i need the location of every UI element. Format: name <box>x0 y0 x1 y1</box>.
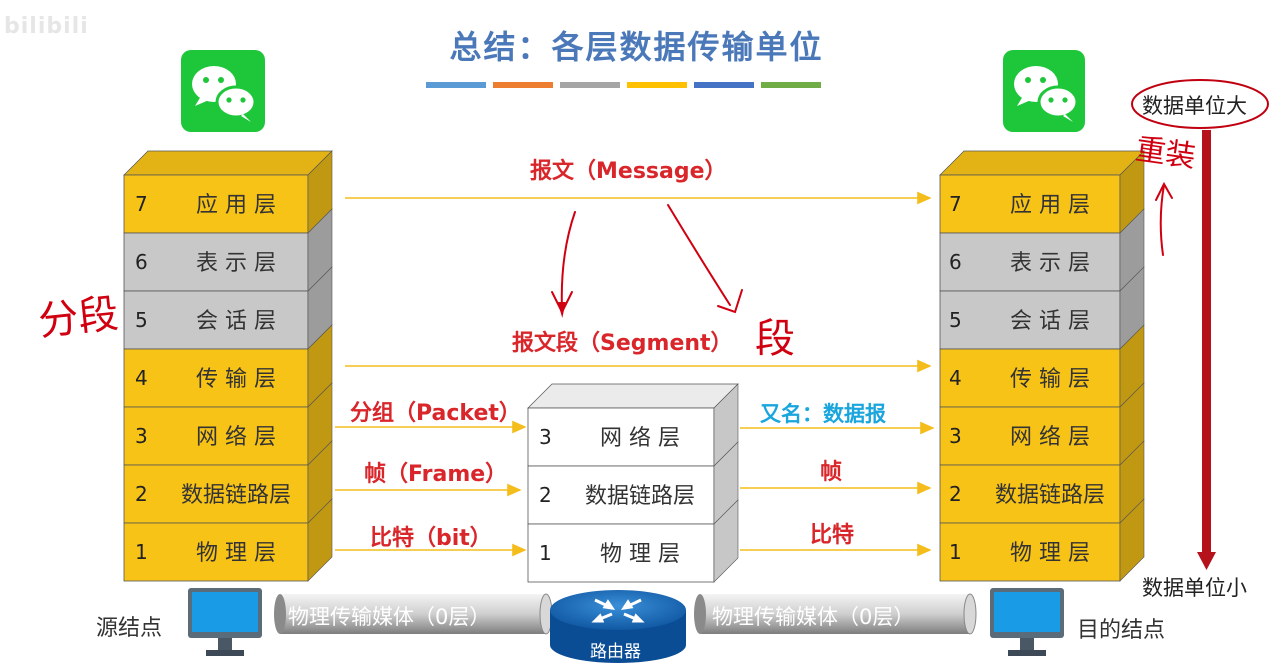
layer-face <box>939 174 1121 234</box>
layer-face <box>123 522 309 582</box>
wechat-icon-left <box>181 50 265 132</box>
layer-side <box>713 499 739 583</box>
label-bit: 比特（bit） <box>370 526 492 551</box>
layer-name: 数据链路层 <box>181 483 291 508</box>
layer-number: 5 <box>949 308 962 332</box>
layer-face <box>939 464 1121 524</box>
layer-name: 应 用 层 <box>1010 193 1090 218</box>
label-segment: 报文段（Segment） <box>512 331 733 356</box>
layer-face <box>123 406 309 466</box>
layer-name: 数据链路层 <box>995 483 1105 508</box>
layer-name: 表 示 层 <box>1010 251 1090 276</box>
right-osi-stack: 7 应 用 层 6 表 示 层 5 会 话 层 4 传 输 层 3 网 络 层 2 数据链路层 1 物 理… <box>939 150 1145 582</box>
router-label: 路由器 <box>590 642 641 662</box>
handwritten-middle: 段 <box>755 316 795 362</box>
scale-small-label: 数据单位小 <box>1142 576 1247 600</box>
layer-face <box>939 348 1121 408</box>
layer-side <box>1119 498 1145 582</box>
title-color-bar <box>694 82 754 88</box>
layer-number: 3 <box>135 424 148 448</box>
scale-arrow <box>1197 130 1216 570</box>
handwritten-left: 分段 <box>36 290 121 346</box>
layer-number: 6 <box>949 250 962 274</box>
layer-name: 物 理 层 <box>1010 541 1090 566</box>
medium-label-left: 物理传输媒体（0层） <box>288 605 491 629</box>
layer-name: 传 输 层 <box>196 367 276 392</box>
computer-icon-source <box>188 588 262 656</box>
layer-face <box>939 232 1121 292</box>
stack-top-face <box>527 383 739 409</box>
layer-number: 5 <box>135 308 148 332</box>
layer-number: 2 <box>949 482 962 506</box>
scale-large-label: 数据单位大 <box>1142 94 1247 118</box>
handwritten-right: 重装 <box>1133 131 1198 175</box>
title-color-bar <box>426 82 486 88</box>
stack-top-face <box>123 150 333 176</box>
layer-name: 会 话 层 <box>196 309 276 334</box>
layer-number: 1 <box>135 540 148 564</box>
source-node-label: 源结点 <box>96 616 163 641</box>
layer-face <box>527 407 715 467</box>
layer-name: 网 络 层 <box>196 425 276 450</box>
layer-number: 4 <box>949 366 962 390</box>
layer-number: 1 <box>539 541 552 565</box>
layer-name: 数据链路层 <box>585 484 695 509</box>
medium-tube-right <box>694 593 977 635</box>
layer-name: 物 理 层 <box>600 542 680 567</box>
layer-number: 3 <box>949 424 962 448</box>
layer-name: 网 络 层 <box>1010 425 1090 450</box>
layer-face <box>123 348 309 408</box>
title-color-bar <box>627 82 687 88</box>
layer-number: 7 <box>949 192 962 216</box>
layer-name: 表 示 层 <box>196 251 276 276</box>
title-color-bar <box>761 82 821 88</box>
layer-face <box>123 464 309 524</box>
handwritten-circle <box>1131 79 1269 129</box>
layer-number: 2 <box>539 483 552 507</box>
label-datagram: 又名：数据报 <box>760 402 886 426</box>
layer-name: 传 输 层 <box>1010 367 1090 392</box>
medium-tube-left <box>274 593 553 635</box>
layer-number: 6 <box>135 250 148 274</box>
page-title: 总结：各层数据传输单位 <box>449 28 824 66</box>
wechat-icon-right <box>1003 50 1085 132</box>
layer-number: 7 <box>135 192 148 216</box>
layer-face <box>939 406 1121 466</box>
layer-number: 1 <box>949 540 962 564</box>
layer-name: 物 理 层 <box>196 541 276 566</box>
handwritten-strokes <box>551 181 1173 318</box>
layer-name: 网 络 层 <box>600 426 680 451</box>
label-bit-right: 比特 <box>810 523 855 548</box>
layer-name: 会 话 层 <box>1010 309 1090 334</box>
layer-face <box>527 523 715 583</box>
label-packet: 分组（Packet） <box>350 401 521 426</box>
layer-number: 2 <box>135 482 148 506</box>
layer-name: 应 用 层 <box>196 193 276 218</box>
dest-node-label: 目的结点 <box>1077 618 1166 643</box>
medium-label-right: 物理传输媒体（0层） <box>712 605 915 629</box>
router-stack: 3 网 络 层 2 数据链路层 1 物 理 层 <box>527 383 739 583</box>
left-osi-stack: 7 应 用 层 6 表 示 层 5 会 话 层 4 传 输 层 3 网 络 层 2 数据链路层 1 物 理… <box>123 150 333 582</box>
label-frame-right: 帧 <box>820 460 843 485</box>
stack-top-face <box>939 150 1145 176</box>
flow-arrows <box>335 191 935 557</box>
layer-face <box>123 232 309 292</box>
label-frame: 帧（Frame） <box>364 462 508 487</box>
layer-face <box>123 290 309 350</box>
title-color-bar <box>560 82 620 88</box>
layer-number: 4 <box>135 366 148 390</box>
layer-number: 3 <box>539 425 552 449</box>
router-icon <box>550 590 686 663</box>
title-color-bar <box>493 82 553 88</box>
layer-face <box>939 290 1121 350</box>
layer-side <box>307 498 333 582</box>
layer-face <box>939 522 1121 582</box>
layer-face <box>123 174 309 234</box>
label-message: 报文（Message） <box>530 159 727 184</box>
computer-icon-dest <box>990 588 1064 656</box>
watermark: bilibili <box>4 14 89 39</box>
layer-face <box>527 465 715 525</box>
